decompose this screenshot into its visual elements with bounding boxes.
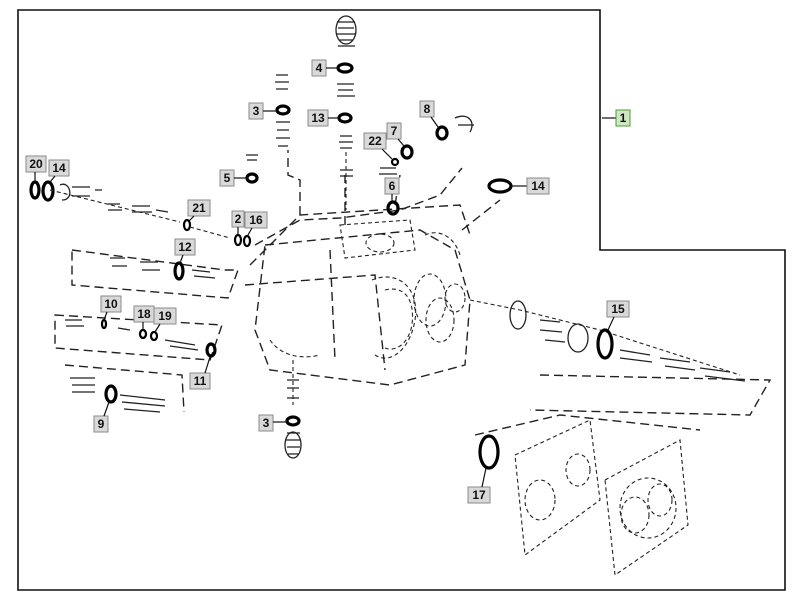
svg-text:7: 7 [391,124,398,138]
callout-19[interactable]: 18 [133,305,155,330]
svg-text:16: 16 [249,213,263,227]
callout-21[interactable]: 20 [25,155,47,182]
svg-text:18: 18 [137,307,151,321]
callout-7[interactable]: 7 [386,122,405,147]
svg-text:14: 14 [52,161,66,175]
small-parts-upper [245,115,513,216]
svg-text:1: 1 [620,111,627,125]
svg-text:8: 8 [424,102,431,116]
svg-text:3: 3 [253,104,260,118]
svg-text:11: 11 [194,374,207,388]
callout-3-upper[interactable]: 3 [248,102,277,120]
svg-text:15: 15 [611,302,625,316]
svg-text:2: 2 [235,212,242,226]
callout-11[interactable]: 11 [189,356,211,390]
left-middle-assembly [71,249,239,299]
svg-text:17: 17 [472,488,486,502]
svg-text:6: 6 [389,179,396,193]
top-valve-stack [335,15,357,210]
callout-12[interactable]: 12 [174,238,196,264]
svg-text:22: 22 [368,134,382,148]
callout-18[interactable]: 17 [467,467,491,504]
svg-text:3: 3 [263,416,270,430]
callout-15[interactable]: 14 [511,177,550,195]
left-valve-stack [275,74,291,147]
callout-4[interactable]: 4 [311,59,338,77]
callout-22[interactable]: 21 [187,199,211,222]
callout-8[interactable]: 8 [419,100,439,128]
callout-13[interactable]: 13 [307,109,339,127]
svg-text:21: 21 [192,201,206,215]
bottom-valve-stack [284,360,302,459]
pump-housing [244,204,471,386]
svg-text:5: 5 [224,171,231,185]
svg-text:9: 9 [98,417,105,431]
callout-10[interactable]: 10 [100,295,122,321]
callout-14[interactable]: 14 [48,159,70,183]
right-shaft-assembly [469,299,772,416]
svg-text:20: 20 [29,157,43,171]
callout-3-lower[interactable]: 3 [258,414,287,432]
callout-17[interactable]: 16 [244,211,268,236]
callout-9[interactable]: 9 [93,401,110,433]
callout-20[interactable]: 19 [153,307,177,333]
callout-6[interactable]: 6 [384,177,400,202]
svg-text:4: 4 [316,61,323,75]
svg-text:12: 12 [178,240,192,254]
svg-text:13: 13 [311,111,325,125]
diagram-frame [17,9,786,591]
gasket-plates [474,414,701,576]
svg-text:10: 10 [104,297,118,311]
upper-guide-lines [254,150,501,246]
callout-1[interactable]: 1 [602,109,631,127]
callout-16[interactable]: 15 [606,300,630,331]
callout-23[interactable]: 22 [363,132,393,160]
svg-text:19: 19 [158,309,172,323]
left-lower-assembly [54,314,223,413]
callout-5[interactable]: 5 [219,169,247,187]
svg-text:14: 14 [531,179,545,193]
left-shaft-assembly [29,180,252,248]
callout-2[interactable]: 2 [231,210,245,235]
